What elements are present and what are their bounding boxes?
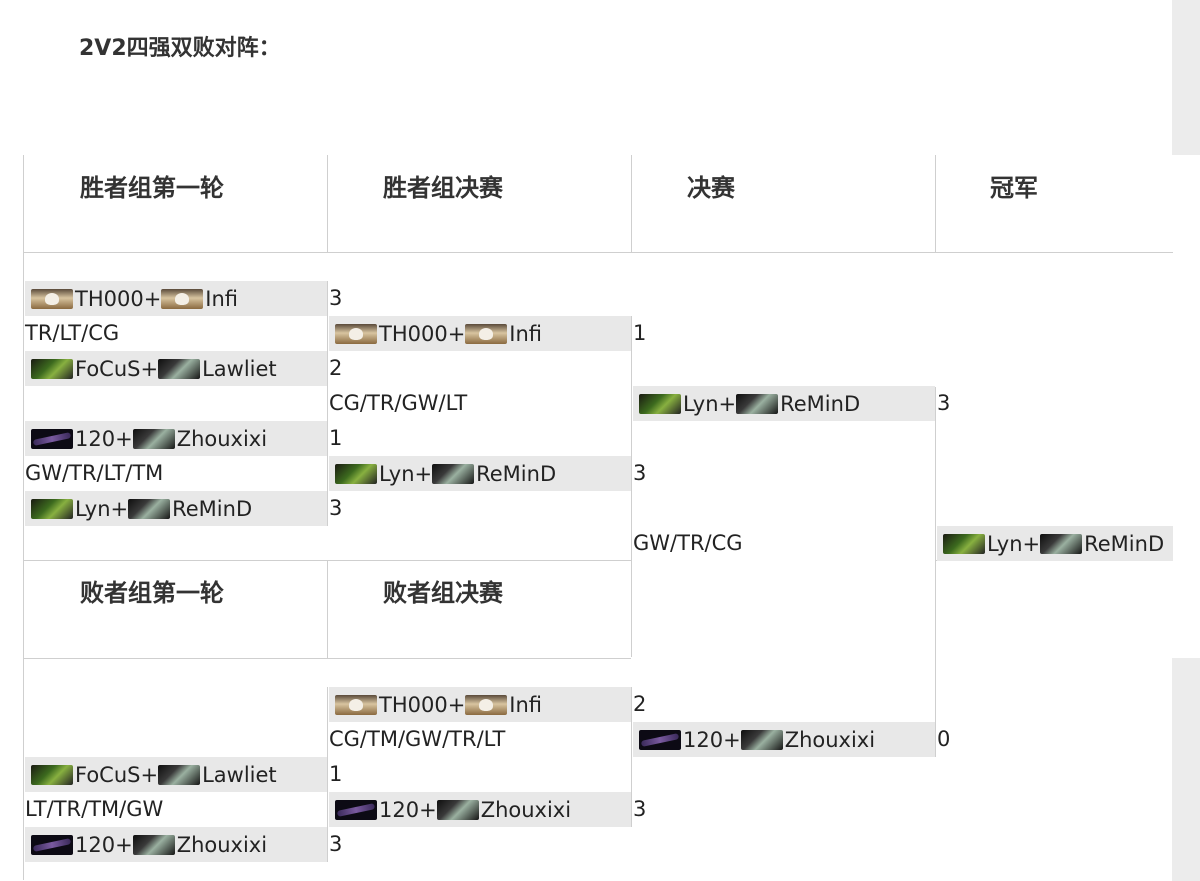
team-entry: 120+Zhouxixi bbox=[329, 792, 631, 827]
divider bbox=[23, 560, 24, 880]
divider bbox=[631, 387, 632, 657]
team-entry: TH000+Infi bbox=[25, 281, 327, 316]
score: 1 bbox=[633, 321, 647, 345]
score: 3 bbox=[633, 797, 647, 821]
scrollbar-track-lower[interactable] bbox=[1172, 658, 1200, 881]
team-entry: 120+Zhouxixi bbox=[25, 421, 327, 456]
divider bbox=[935, 155, 936, 252]
team-entry: FoCuS+Lawliet bbox=[25, 757, 327, 792]
divider bbox=[23, 252, 1173, 253]
scythe-icon bbox=[639, 729, 681, 750]
score: 1 bbox=[329, 762, 343, 786]
scrollbar-track[interactable] bbox=[1172, 0, 1200, 155]
map-list: TR/LT/CG bbox=[25, 321, 120, 345]
undead-icon bbox=[1040, 533, 1083, 554]
night-elf-icon bbox=[335, 463, 377, 484]
map-list: GW/TR/CG bbox=[633, 531, 743, 555]
header-wb-round1: 胜者组第一轮 bbox=[80, 174, 224, 202]
team-entry: TH000+Infi bbox=[329, 316, 631, 351]
human-icon bbox=[335, 323, 377, 344]
undead-icon bbox=[436, 799, 479, 820]
night-elf-icon bbox=[31, 498, 73, 519]
undead-icon bbox=[740, 729, 783, 750]
header-wb-final: 胜者组决赛 bbox=[383, 174, 503, 202]
divider bbox=[327, 687, 328, 862]
human-icon bbox=[465, 323, 508, 344]
scythe-icon bbox=[335, 799, 377, 820]
team-entry: 120+Zhouxixi bbox=[633, 722, 935, 757]
divider bbox=[327, 560, 328, 658]
score: 3 bbox=[937, 391, 951, 415]
undead-icon bbox=[132, 428, 175, 449]
divider bbox=[327, 281, 328, 526]
map-list: LT/TR/TM/GW bbox=[25, 797, 164, 821]
undead-icon bbox=[432, 463, 475, 484]
human-icon bbox=[335, 694, 377, 715]
page-title: 2V2四强双败对阵： bbox=[79, 36, 281, 61]
divider bbox=[23, 155, 24, 252]
team-entry: TH000+Infi bbox=[329, 687, 631, 722]
map-list: CG/TM/GW/TR/LT bbox=[329, 727, 506, 751]
score: 3 bbox=[329, 496, 343, 520]
divider bbox=[631, 687, 632, 827]
undead-icon bbox=[128, 498, 171, 519]
night-elf-icon bbox=[943, 533, 985, 554]
team-entry: 120+Zhouxixi bbox=[25, 827, 327, 862]
divider bbox=[23, 253, 24, 560]
divider bbox=[631, 155, 632, 252]
undead-icon bbox=[132, 834, 175, 855]
undead-icon bbox=[158, 764, 201, 785]
champion-entry: Lyn+ReMinD bbox=[937, 526, 1173, 561]
header-lb-final: 败者组决赛 bbox=[383, 579, 503, 607]
scythe-icon bbox=[31, 428, 73, 449]
map-list: CG/TR/GW/LT bbox=[329, 391, 468, 415]
undead-icon bbox=[158, 358, 201, 379]
score: 3 bbox=[633, 461, 647, 485]
human-icon bbox=[465, 694, 508, 715]
score: 2 bbox=[329, 356, 343, 380]
score: 2 bbox=[633, 692, 647, 716]
header-champion: 冠军 bbox=[990, 174, 1038, 202]
divider bbox=[23, 658, 631, 659]
header-lb-round1: 败者组第一轮 bbox=[80, 579, 224, 607]
header-final: 决赛 bbox=[687, 174, 735, 202]
undead-icon bbox=[736, 393, 779, 414]
night-elf-icon bbox=[639, 393, 681, 414]
night-elf-icon bbox=[31, 764, 73, 785]
divider bbox=[935, 387, 936, 757]
night-elf-icon bbox=[31, 358, 73, 379]
team-entry: FoCuS+Lawliet bbox=[25, 351, 327, 386]
human-icon bbox=[161, 288, 204, 309]
human-icon bbox=[31, 288, 73, 309]
team-entry: Lyn+ReMinD bbox=[633, 386, 935, 421]
score: 1 bbox=[329, 426, 343, 450]
score: 3 bbox=[329, 286, 343, 310]
divider bbox=[327, 155, 328, 252]
team-entry: Lyn+ReMinD bbox=[25, 491, 327, 526]
scythe-icon bbox=[31, 834, 73, 855]
score: 0 bbox=[937, 727, 951, 751]
score: 3 bbox=[329, 832, 343, 856]
map-list: GW/TR/LT/TM bbox=[25, 461, 164, 485]
team-entry: Lyn+ReMinD bbox=[329, 456, 631, 491]
